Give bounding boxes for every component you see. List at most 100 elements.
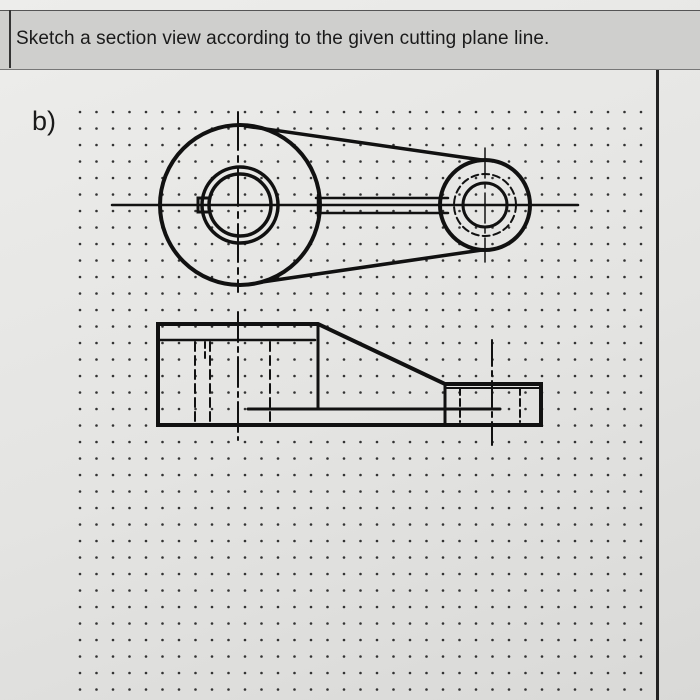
grid-dot — [128, 407, 131, 411]
grid-dot — [342, 638, 346, 642]
grid-dot — [606, 275, 610, 279]
grid-dot — [557, 341, 560, 345]
grid-dot — [573, 523, 577, 526]
grid-dot — [95, 655, 98, 658]
grid-dot — [375, 341, 379, 345]
grid-dot — [590, 374, 593, 378]
grid-dot — [161, 391, 164, 394]
grid-dot — [95, 127, 98, 130]
grid-dot — [161, 622, 164, 625]
grid-dot — [623, 556, 626, 559]
grid-dot — [276, 490, 280, 493]
grid-dot — [441, 688, 445, 691]
grid-dot — [177, 110, 181, 114]
grid-dot — [392, 242, 395, 246]
grid-dot — [78, 259, 82, 262]
grid-dot — [524, 325, 527, 328]
grid-dot — [128, 341, 131, 345]
grid-dot — [293, 655, 296, 658]
grid-dot — [111, 176, 115, 180]
grid-dot — [375, 473, 379, 477]
grid-dot — [606, 539, 610, 543]
grid-dot — [408, 688, 412, 691]
grid-dot — [210, 655, 214, 658]
grid-dot — [161, 556, 164, 559]
grid-dot — [573, 374, 577, 378]
grid-dot — [458, 292, 461, 295]
grid-dot — [227, 688, 230, 691]
grid-dot — [243, 556, 247, 559]
grid-dot — [243, 407, 247, 411]
grid-dot — [639, 424, 643, 427]
grid-dot — [128, 523, 131, 526]
grid-dot — [557, 160, 560, 163]
grid-dot — [557, 325, 560, 328]
grid-dot — [128, 275, 131, 279]
grid-dot — [458, 506, 461, 510]
grid-dot — [573, 226, 577, 229]
grid-dot — [210, 688, 214, 691]
grid-dot — [260, 605, 263, 609]
grid-dot — [260, 638, 263, 642]
grid-dot — [128, 143, 131, 147]
grid-dot — [408, 589, 412, 592]
grid-dot — [78, 655, 82, 658]
grid-dot — [392, 110, 395, 114]
grid-dot — [491, 457, 494, 460]
grid-dot — [458, 638, 461, 642]
grid-dot — [507, 193, 511, 196]
grid-dot — [78, 424, 82, 427]
grid-dot — [590, 622, 593, 625]
grid-dot — [78, 407, 82, 411]
grid-dot — [309, 473, 313, 477]
grid-dot — [590, 539, 593, 543]
grid-dot — [260, 292, 263, 295]
grid-dot — [392, 440, 395, 444]
grid-dot — [78, 341, 82, 345]
grid-dot — [293, 605, 296, 609]
grid-dot — [111, 688, 115, 691]
large-boss-bore-circle — [207, 172, 273, 238]
grid-dot — [458, 275, 461, 279]
grid-dot — [557, 622, 560, 625]
grid-dot — [293, 622, 296, 625]
grid-dot — [210, 358, 214, 361]
grid-dot — [111, 523, 115, 526]
grid-dot — [309, 358, 313, 361]
grid-dot — [95, 341, 98, 345]
grid-dot — [111, 391, 115, 394]
grid-dot — [474, 127, 478, 130]
grid-dot — [474, 523, 478, 526]
grid-dot — [111, 457, 115, 460]
grid-dot — [623, 341, 626, 345]
grid-dot — [392, 688, 395, 691]
grid-dot — [458, 589, 461, 592]
grid-dot — [408, 160, 412, 163]
grid-dot — [260, 506, 263, 510]
grid-dot — [260, 688, 263, 691]
grid-dot — [425, 242, 428, 246]
grid-dot — [194, 226, 197, 229]
grid-dot — [474, 473, 478, 477]
grid-dot — [623, 143, 626, 147]
grid-dot — [95, 143, 98, 147]
grid-dot — [95, 506, 98, 510]
grid-dot — [342, 308, 346, 312]
grid-dot — [507, 688, 511, 691]
grid-dot — [276, 226, 280, 229]
grid-dot — [639, 259, 643, 262]
grid-dot — [606, 308, 610, 312]
grid-dot — [441, 622, 445, 625]
grid-dot — [161, 440, 164, 444]
grid-dot — [540, 688, 544, 691]
grid-dot — [276, 143, 280, 147]
grid-dot — [639, 325, 643, 328]
grid-dot — [95, 671, 98, 675]
grid-dot — [408, 275, 412, 279]
grid-dot — [293, 374, 296, 378]
grid-dot — [161, 655, 164, 658]
grid-dot — [524, 671, 527, 675]
grid-dot — [177, 143, 181, 147]
grid-dot — [606, 110, 610, 114]
grid-dot — [161, 160, 164, 163]
